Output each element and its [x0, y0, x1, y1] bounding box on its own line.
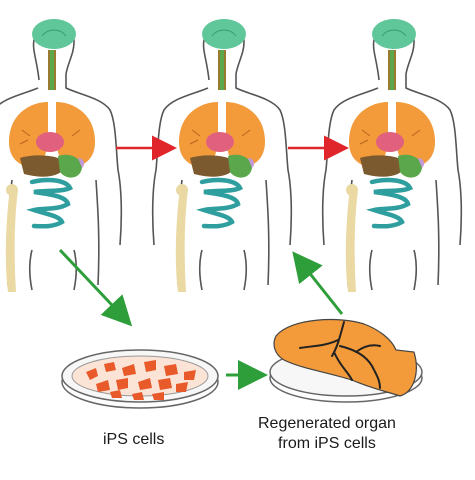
ips-cells-caption: iPS cells [103, 431, 165, 448]
regenerated-organ-caption: Regenerated organ from iPS cells [258, 414, 396, 454]
green-arrow-up [292, 251, 344, 315]
dish-regenerated-organ [269, 318, 423, 403]
ips-cell-cluster-icon [86, 360, 196, 400]
human-body-icon [153, 19, 292, 292]
human-body-icon [323, 19, 462, 292]
human-figure-middle [153, 19, 292, 292]
regenerated-organ-caption-line1: Regenerated organ [258, 415, 396, 432]
regenerated-organ-caption-line2: from iPS cells [278, 435, 376, 452]
regenerated-lung-organ-icon [273, 318, 417, 397]
petri-dish-ips-cells [61, 349, 219, 409]
human-figure-right [323, 19, 462, 292]
green-arrow-down [58, 248, 133, 327]
